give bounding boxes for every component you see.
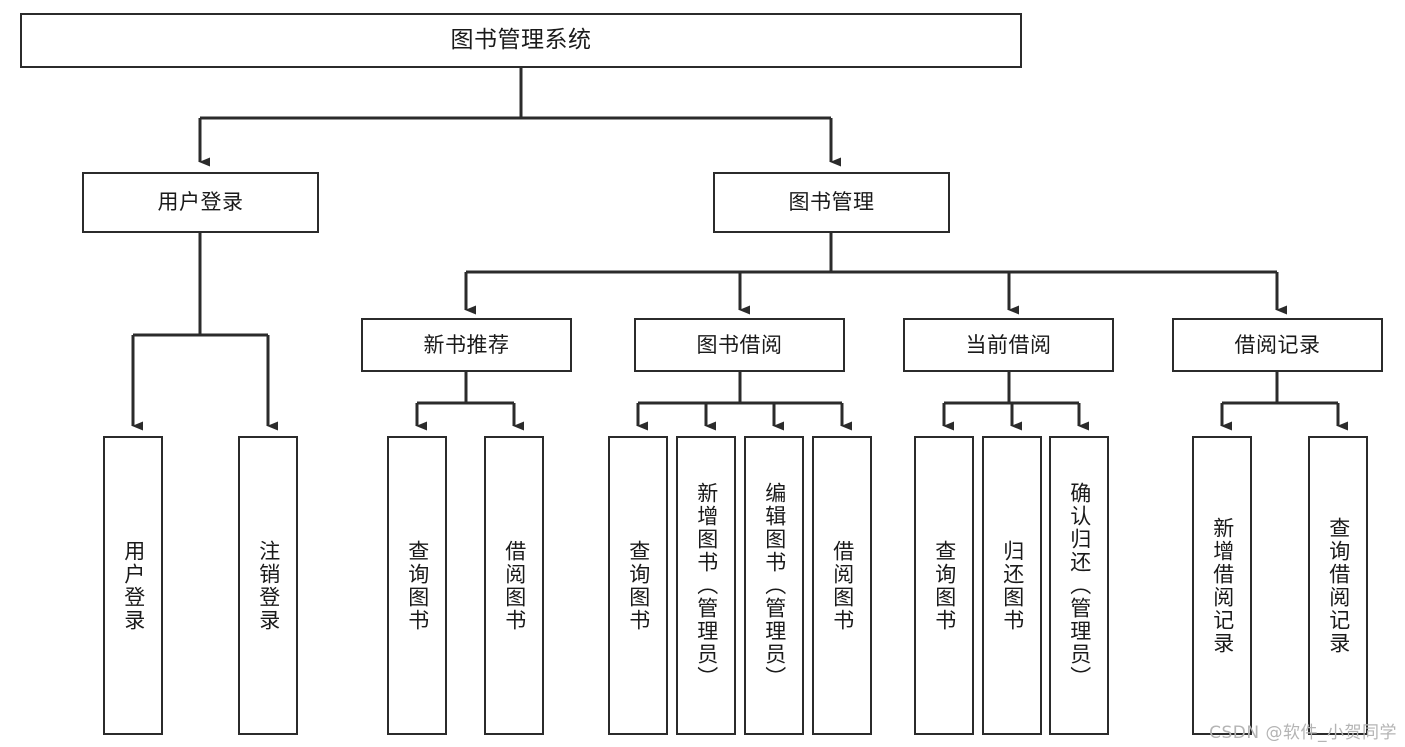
node-new-book-recommend[interactable]: 新书推荐 (361, 318, 572, 372)
node-leaf-query-book-1[interactable]: 查询图书 (387, 436, 447, 735)
node-leaf-query-book-2-label: 查询图书 (626, 539, 651, 632)
node-user-login-label: 用户登录 (157, 190, 244, 215)
node-leaf-borrow-book-1[interactable]: 借阅图书 (484, 436, 544, 735)
node-leaf-logout-login[interactable]: 注销登录 (238, 436, 298, 735)
node-leaf-query-book-2[interactable]: 查询图书 (608, 436, 668, 735)
node-current-borrow-label: 当前借阅 (965, 332, 1052, 357)
node-new-book-recommend-label: 新书推荐 (423, 332, 510, 357)
node-root-system[interactable]: 图书管理系统 (20, 13, 1022, 68)
node-book-borrow-label: 图书借阅 (696, 332, 783, 357)
node-borrow-record-label: 借阅记录 (1234, 332, 1321, 357)
node-leaf-add-book-label: 新增图书（管理员） (694, 482, 719, 689)
node-book-management[interactable]: 图书管理 (713, 172, 950, 233)
node-leaf-return-book[interactable]: 归还图书 (982, 436, 1042, 735)
csdn-watermark: CSDN @软件_小贺同学 (1209, 723, 1397, 743)
node-leaf-query-book-3-label: 查询图书 (932, 539, 957, 632)
node-borrow-record[interactable]: 借阅记录 (1172, 318, 1383, 372)
node-leaf-edit-book-label: 编辑图书（管理员） (762, 482, 787, 689)
node-leaf-query-book-3[interactable]: 查询图书 (914, 436, 974, 735)
node-leaf-confirm-return[interactable]: 确认归还（管理员） (1049, 436, 1109, 735)
node-book-borrow[interactable]: 图书借阅 (634, 318, 845, 372)
node-current-borrow[interactable]: 当前借阅 (903, 318, 1114, 372)
node-book-management-label: 图书管理 (788, 190, 875, 215)
node-leaf-borrow-book-2[interactable]: 借阅图书 (812, 436, 872, 735)
node-leaf-add-record[interactable]: 新增借阅记录 (1192, 436, 1252, 735)
node-leaf-borrow-book-1-label: 借阅图书 (502, 539, 527, 632)
node-leaf-logout-login-label: 注销登录 (256, 539, 281, 632)
node-leaf-edit-book[interactable]: 编辑图书（管理员） (744, 436, 804, 735)
node-leaf-confirm-return-label: 确认归还（管理员） (1067, 482, 1092, 689)
node-leaf-user-login-label: 用户登录 (121, 539, 146, 632)
node-leaf-query-book-1-label: 查询图书 (405, 539, 430, 632)
node-leaf-borrow-book-2-label: 借阅图书 (830, 539, 855, 632)
node-leaf-add-book[interactable]: 新增图书（管理员） (676, 436, 736, 735)
node-leaf-query-record-label: 查询借阅记录 (1326, 516, 1351, 655)
node-leaf-return-book-label: 归还图书 (1000, 539, 1025, 632)
node-leaf-add-record-label: 新增借阅记录 (1210, 516, 1235, 655)
node-root-system-label: 图书管理系统 (450, 27, 592, 54)
node-user-login[interactable]: 用户登录 (82, 172, 319, 233)
node-leaf-query-record[interactable]: 查询借阅记录 (1308, 436, 1368, 735)
node-leaf-user-login[interactable]: 用户登录 (103, 436, 163, 735)
